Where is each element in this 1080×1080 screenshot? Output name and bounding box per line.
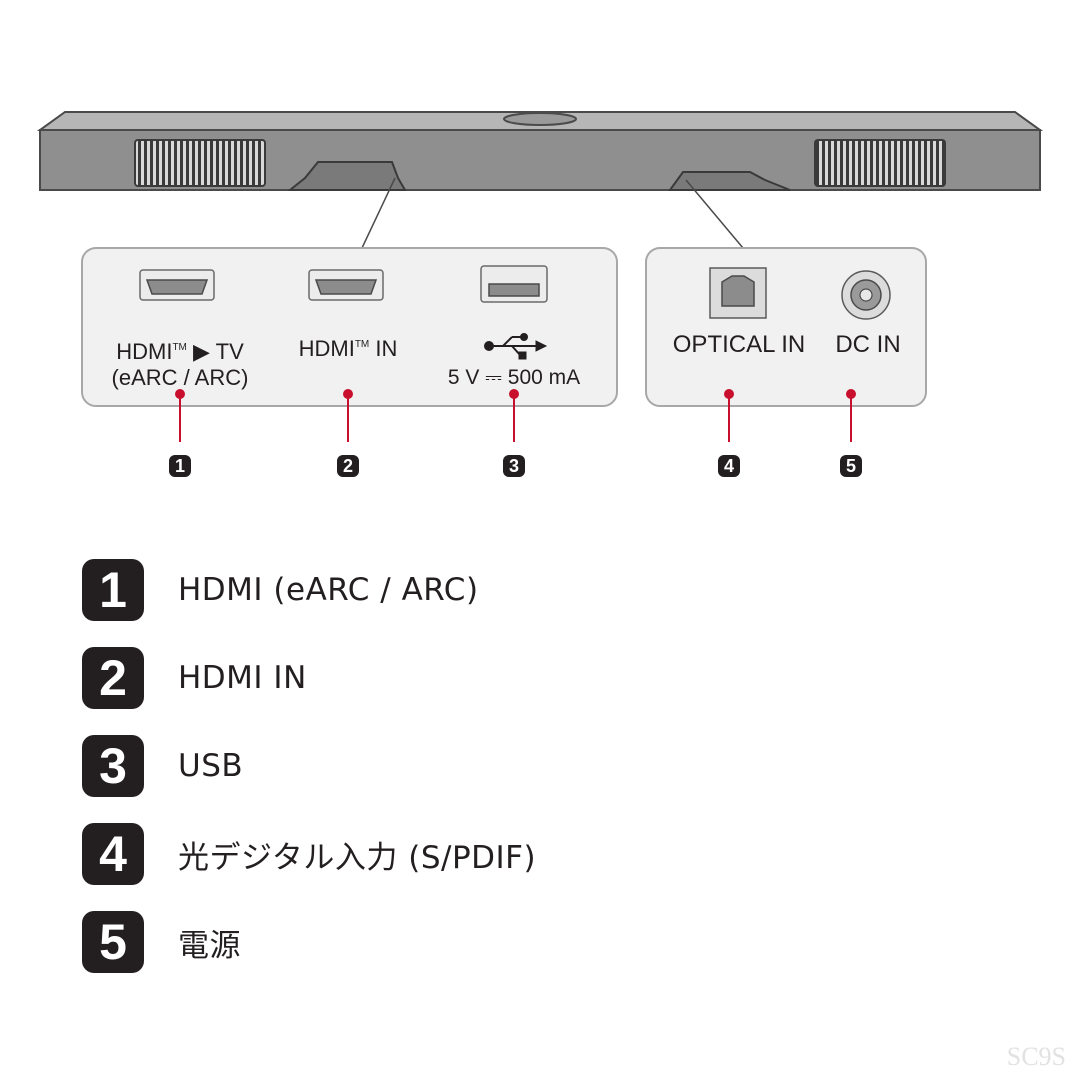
badge-3: 3 — [503, 455, 525, 477]
legend-item: 5 電源 — [82, 911, 241, 973]
soundbar-top-button — [503, 112, 577, 126]
soundbar-body — [39, 129, 1041, 191]
legend-item: 1 HDMI (eARC / ARC) — [82, 559, 479, 621]
badge-5: 5 — [840, 455, 862, 477]
badge-2: 2 — [337, 455, 359, 477]
badge-1: 1 — [169, 455, 191, 477]
legend-text: 光デジタル入力 (S/PDIF) — [178, 839, 537, 876]
leader-lines — [175, 389, 856, 442]
model-watermark: SC9S — [1006, 1042, 1066, 1071]
legend-number: 4 — [82, 823, 144, 885]
legend-number: 3 — [82, 735, 144, 797]
port-3-label: 5 V ⎓ 500 mA — [447, 366, 581, 389]
soundbar-illustration — [36, 111, 1044, 442]
left-port-recess — [287, 161, 407, 191]
usb-port-icon — [480, 265, 548, 303]
usb-symbol-icon — [484, 333, 548, 360]
legend-number: 2 — [82, 647, 144, 709]
right-speaker-grill — [814, 139, 946, 187]
left-callout-line — [361, 177, 396, 249]
legend-item: 3 USB — [82, 735, 243, 797]
badge-4: 4 — [718, 455, 740, 477]
legend-item: 4 光デジタル入力 (S/PDIF) — [82, 823, 536, 885]
hdmi-earc-port-icon — [139, 269, 215, 301]
legend-number: 1 — [82, 559, 144, 621]
port-4-label: OPTICAL IN — [672, 331, 806, 358]
legend-text: USB — [178, 748, 244, 784]
legend-text: 電源 — [178, 927, 241, 964]
legend-item: 2 HDMI IN — [82, 647, 307, 709]
right-port-recess — [668, 171, 791, 191]
port-1-label: HDMITM ▶ TV (eARC / ARC) — [111, 339, 249, 390]
right-callout-line — [685, 179, 744, 249]
legend-text: HDMI (eARC / ARC) — [178, 572, 479, 608]
hdmi-in-port-icon — [308, 269, 384, 301]
right-port-panel — [645, 247, 927, 407]
port-5-label: DC IN — [835, 331, 901, 358]
left-speaker-grill — [134, 139, 266, 187]
port-2-label: HDMITM IN — [298, 336, 398, 361]
legend-number: 5 — [82, 911, 144, 973]
optical-port-icon — [709, 267, 767, 319]
legend-text: HDMI IN — [178, 660, 307, 696]
dc-port-icon — [841, 270, 891, 320]
